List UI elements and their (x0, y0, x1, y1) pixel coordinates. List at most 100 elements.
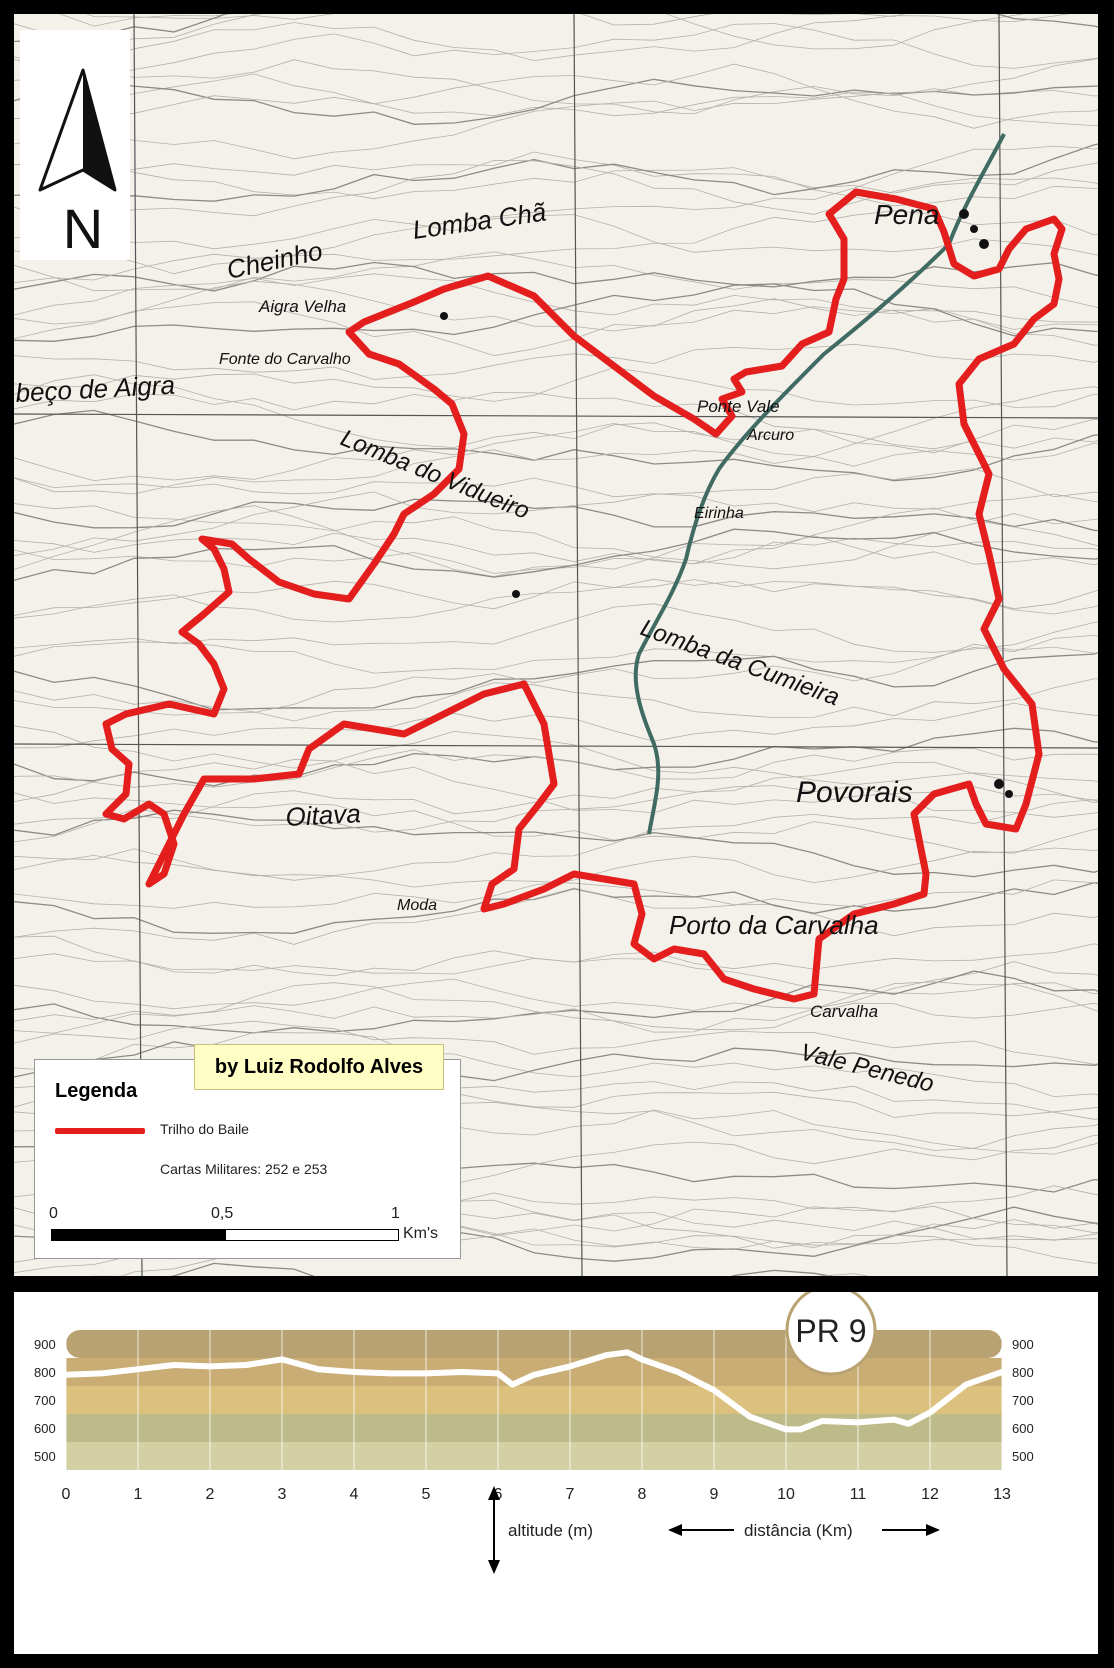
x-tick-label: 0 (62, 1486, 71, 1503)
contour-line (14, 1020, 1098, 1065)
contour-line (14, 23, 1098, 84)
x-tick-label: 10 (777, 1486, 795, 1503)
map-legend: Legenda Trilho do Baile Cartas Militares… (34, 1059, 461, 1259)
village-markers (440, 209, 1013, 798)
elevation-point (171, 1362, 177, 1368)
elevation-point (509, 1382, 515, 1388)
place-label: Eirinha (694, 505, 744, 522)
pr9-badge-text: PR 9 (795, 1313, 866, 1349)
x-tick-label: 12 (921, 1486, 939, 1503)
elevation-point (625, 1349, 631, 1355)
elevation-point (855, 1419, 861, 1425)
scale-tick-1: 1 (391, 1205, 400, 1222)
y-tick-label: 500 (34, 1449, 56, 1464)
elevation-point (243, 1362, 249, 1368)
trail-route (102, 188, 1066, 1003)
x-tick-label: 8 (638, 1486, 647, 1503)
elevation-point (423, 1370, 429, 1376)
contour-lines (14, 14, 1098, 1276)
contour-line (14, 748, 1098, 788)
contour-line (85, 14, 1025, 50)
contour-line (14, 828, 1098, 909)
profile-grid (65, 1330, 1003, 1470)
place-label: Pena (874, 199, 939, 230)
contour-line (14, 280, 1098, 346)
contour-line (14, 1041, 1098, 1082)
y-tick-label: 900 (34, 1337, 56, 1352)
elevation-point (567, 1363, 573, 1369)
village-marker (970, 225, 978, 233)
contour-line (14, 603, 1098, 653)
elevation-point (819, 1418, 825, 1424)
legend-route-swatch (55, 1128, 145, 1134)
contour-line (14, 283, 1098, 342)
scale-bar (51, 1229, 399, 1241)
altitude-band (66, 1330, 1002, 1358)
contour-line (14, 143, 1098, 202)
x-tick-label: 1 (134, 1486, 143, 1503)
contour-line (14, 792, 1098, 854)
elevation-point (603, 1352, 609, 1358)
contour-line (14, 528, 1098, 582)
contour-line (14, 386, 1098, 495)
elevation-point (675, 1369, 681, 1375)
contour-line (14, 725, 1098, 786)
place-label: Carvalha (810, 1002, 878, 1021)
contour-line (14, 982, 1098, 1034)
contour-line (14, 57, 1098, 160)
contour-line (14, 505, 1098, 578)
elevation-point (747, 1414, 753, 1420)
elevation-point (279, 1356, 285, 1362)
contour-line (14, 854, 1098, 937)
contour-line (14, 392, 1098, 454)
contour-line (14, 374, 1098, 450)
place-label: Moda (397, 897, 437, 914)
altitude-bands (66, 1330, 1002, 1470)
elevation-point (135, 1366, 141, 1372)
contour-line (14, 14, 1071, 67)
contour-line (14, 643, 1098, 716)
legend-title: Legenda (55, 1080, 138, 1102)
elevation-point (495, 1370, 501, 1376)
elevation-points (63, 1349, 1005, 1432)
elevation-point (639, 1356, 645, 1362)
village-marker (979, 239, 989, 249)
north-letter: N (63, 197, 103, 260)
contour-line (14, 422, 1098, 482)
map-grid (14, 14, 1098, 1276)
x-tick-label: 4 (350, 1486, 359, 1503)
contour-line (14, 273, 1098, 330)
elevation-point (783, 1426, 789, 1432)
elevation-point (459, 1369, 465, 1375)
place-label: Fonte do Carvalho (219, 351, 351, 368)
contour-line (14, 809, 1098, 878)
y-tick-label: 800 (1012, 1365, 1034, 1380)
contour-line (14, 950, 1098, 995)
x-tick-label: 5 (422, 1486, 431, 1503)
village-marker (959, 209, 969, 219)
legend-map-sheets: Cartas Militares: 252 e 253 (160, 1161, 328, 1177)
elevation-point (99, 1370, 105, 1376)
contour-line (14, 63, 1098, 129)
y-tick-label: 600 (34, 1421, 56, 1436)
north-arrow-icon: N (38, 68, 117, 260)
contour-line (14, 578, 1098, 616)
x-tick-label: 11 (850, 1486, 867, 1503)
elevation-point (531, 1372, 537, 1378)
contour-line (169, 1262, 834, 1276)
contour-line (14, 367, 1098, 408)
contour-line (14, 579, 1098, 623)
contour-line (14, 981, 1098, 1033)
village-marker (994, 779, 1004, 789)
contour-line (14, 702, 1098, 749)
altitude-band (66, 1442, 1002, 1470)
place-label: Cheinho (224, 235, 325, 284)
altitude-axis-arrow: altitude (m) (488, 1486, 593, 1574)
contour-line (14, 935, 1098, 975)
elevation-point (999, 1369, 1005, 1375)
